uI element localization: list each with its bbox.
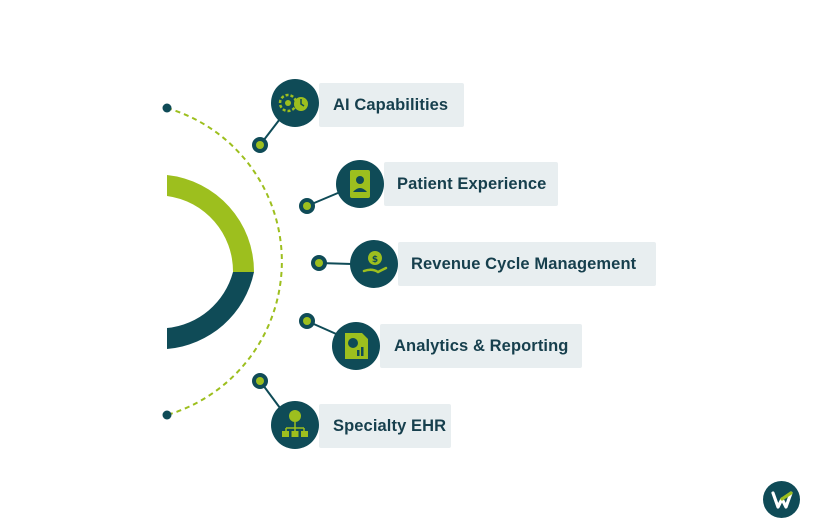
arc-node	[299, 313, 315, 329]
label-text: Analytics & Reporting	[394, 337, 569, 355]
svg-text:$: $	[372, 255, 378, 265]
label-patient-experience: Patient Experience	[384, 162, 558, 206]
label-text: Revenue Cycle Management	[411, 255, 637, 273]
label-text: AI Capabilities	[333, 96, 449, 114]
half-ring-bottom-segment	[167, 272, 254, 349]
arc-node	[252, 137, 268, 153]
label-revenue-cycle-management: Revenue Cycle Management	[398, 242, 656, 286]
report-chart-icon	[332, 322, 380, 370]
half-ring-top-segment	[167, 175, 255, 272]
arc-node	[252, 373, 268, 389]
arc-end-dot-bottom	[162, 410, 172, 420]
dashed-arc	[166, 107, 283, 416]
network-hierarchy-icon	[271, 401, 319, 449]
money-hand-icon: $	[350, 240, 398, 288]
label-ai-capabilities: AI Capabilities	[319, 83, 464, 127]
company-logo-icon	[763, 481, 800, 518]
arc-node	[299, 198, 315, 214]
patient-tablet-icon	[336, 160, 384, 208]
label-specialty-ehr: Specialty EHR	[319, 404, 451, 448]
arc-end-dot-top	[162, 103, 172, 113]
label-analytics-reporting: Analytics & Reporting	[380, 324, 582, 368]
label-text: Patient Experience	[397, 175, 547, 193]
arc-node	[311, 255, 327, 271]
ai-gear-icon	[271, 79, 319, 127]
label-text: Specialty EHR	[333, 417, 447, 435]
